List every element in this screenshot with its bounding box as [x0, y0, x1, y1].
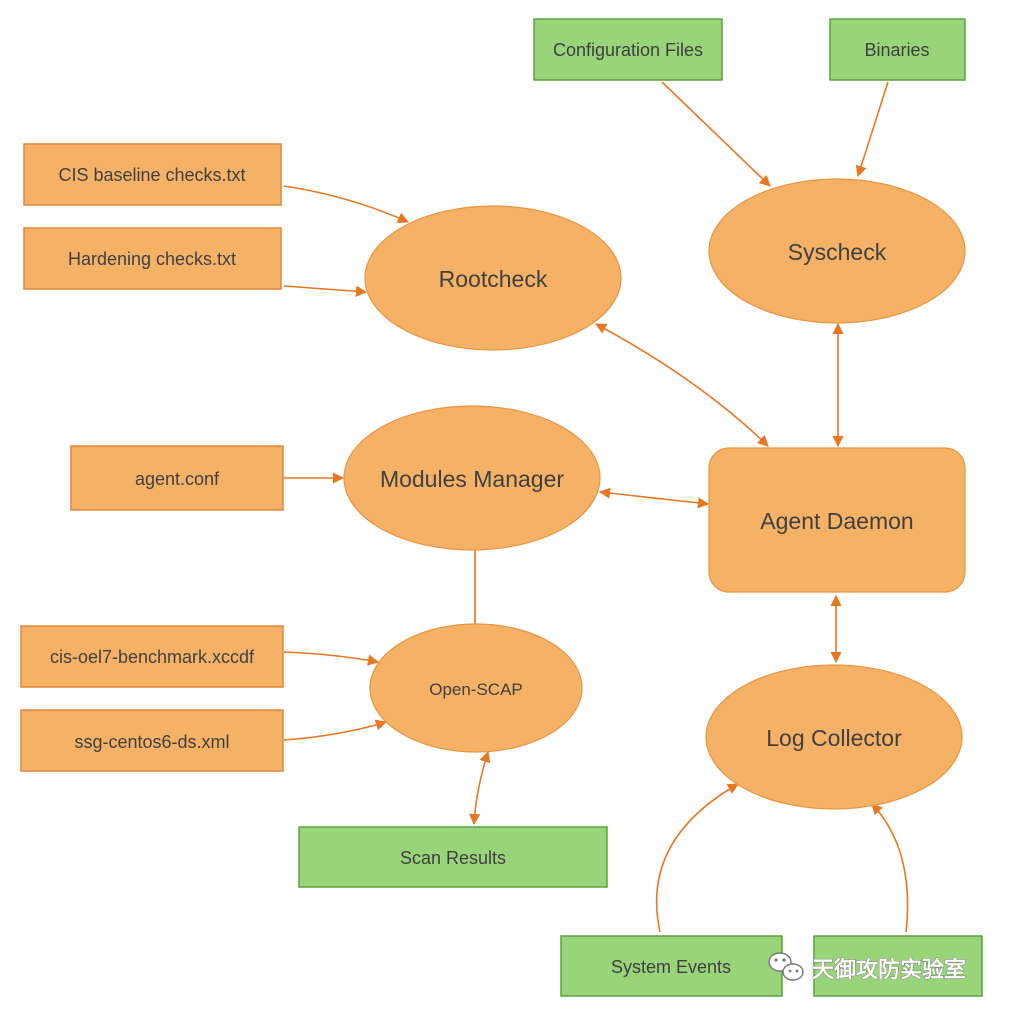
hardening-label: Hardening checks.txt — [68, 249, 236, 269]
wechat-icon — [768, 952, 804, 981]
edges — [283, 81, 909, 933]
cis-baseline-label: CIS baseline checks.txt — [58, 165, 245, 185]
agent-conf-label: agent.conf — [135, 469, 220, 489]
binaries-box: Binaries — [829, 18, 966, 81]
watermark-text: 天御攻防实验室 — [812, 957, 966, 983]
edge-openscap-scanresults — [469, 750, 491, 826]
modules-manager-label: Modules Manager — [380, 466, 564, 492]
scan-results-box: Scan Results — [298, 826, 608, 888]
system-events-label: System Events — [611, 957, 731, 977]
ssg-centos6-box: ssg-centos6-ds.xml — [20, 709, 284, 772]
agent-daemon-label: Agent Daemon — [760, 508, 913, 534]
open-scap-node: Open-SCAP — [369, 623, 583, 753]
edge-ssg-to-openscap — [283, 719, 388, 741]
edge-config-to-syscheck — [661, 81, 771, 187]
edge-hardening-to-rootcheck — [283, 285, 368, 297]
agent-conf-box: agent.conf — [70, 445, 284, 511]
cis-oel7-box: cis-oel7-benchmark.xccdf — [20, 625, 284, 688]
edge-systemevents-to-logcollector — [655, 783, 739, 933]
syscheck-node: Syscheck — [708, 178, 966, 324]
rootcheck-label: Rootcheck — [439, 266, 548, 292]
ssg-centos6-label: ssg-centos6-ds.xml — [74, 732, 229, 752]
scan-results-label: Scan Results — [400, 848, 506, 868]
edge-modules-agentdaemon — [598, 487, 710, 509]
modules-manager-node: Modules Manager — [343, 405, 601, 551]
config-files-label: Configuration Files — [553, 40, 703, 60]
log-collector-label: Log Collector — [766, 725, 902, 751]
log-collector-node: Log Collector — [705, 664, 963, 810]
system-events-box: System Events — [560, 935, 783, 997]
binaries-label: Binaries — [864, 40, 929, 60]
config-files-box: Configuration Files — [533, 18, 723, 81]
edge-box-to-logcollector — [871, 803, 909, 933]
cis-oel7-label: cis-oel7-benchmark.xccdf — [50, 647, 255, 667]
agent-daemon-node: Agent Daemon — [708, 447, 966, 593]
open-scap-label: Open-SCAP — [429, 680, 523, 699]
rootcheck-node: Rootcheck — [364, 205, 622, 351]
cis-baseline-box: CIS baseline checks.txt — [23, 143, 282, 206]
edge-rootcheck-agentdaemon — [595, 323, 769, 447]
syscheck-label: Syscheck — [788, 239, 887, 265]
hardening-box: Hardening checks.txt — [23, 227, 282, 290]
watermark: 天御攻防实验室 — [768, 952, 966, 983]
unlabeled-green-box — [813, 935, 983, 997]
edge-cis-to-rootcheck — [283, 185, 410, 223]
edge-cisoel7-to-openscap — [283, 651, 380, 666]
edge-binaries-to-syscheck — [855, 81, 889, 178]
